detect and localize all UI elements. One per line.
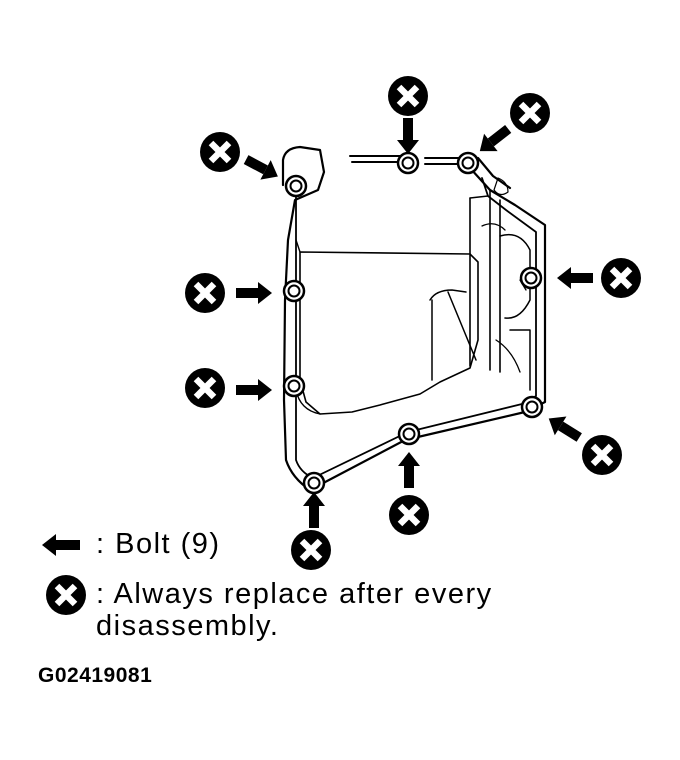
bolt-bottom-right (520, 395, 544, 419)
bolt-left-lower (282, 374, 306, 398)
legend-bolt-label: : Bolt (9) (96, 528, 221, 560)
legend-bolt-arrow-icon (42, 534, 80, 556)
bolt-arrow-icon (236, 282, 272, 304)
legend-replace-x-icon (46, 575, 86, 615)
replace-x-icon (389, 495, 429, 535)
legend-replace-label: : Always replace after every disassembly… (96, 578, 493, 642)
replace-x-icon (388, 76, 428, 116)
bolt-top-right (456, 151, 480, 175)
replace-x-icon (185, 368, 225, 408)
bolt-top-left (284, 174, 308, 198)
bolt-arrow-icon (236, 379, 272, 401)
bolt-left-upper (282, 279, 306, 303)
replace-x-icon (291, 530, 331, 570)
bolt-arrow-icon (243, 155, 278, 180)
bolt-arrow-icon (397, 118, 419, 154)
bolt-bottom-center (397, 422, 421, 446)
bolts (282, 151, 544, 495)
bolt-arrows (236, 118, 593, 528)
bolt-arrow-icon (548, 416, 582, 442)
bolt-arrow-icon (557, 267, 593, 289)
bolt-arrow-icon (398, 452, 420, 488)
bolt-arrow-icon (303, 492, 325, 528)
replace-x-icon (200, 132, 240, 172)
replace-x-icon (185, 273, 225, 313)
figure-code: G02419081 (38, 664, 153, 687)
bolt-right (519, 266, 543, 290)
bolt-top-center (396, 151, 420, 175)
bolt-arrow-icon (479, 124, 512, 152)
bolt-bottom-left (302, 471, 326, 495)
replace-x-icon (601, 258, 641, 298)
replace-x-icon (510, 93, 550, 133)
replace-x-icon (582, 435, 622, 475)
replace-markers (185, 76, 641, 570)
